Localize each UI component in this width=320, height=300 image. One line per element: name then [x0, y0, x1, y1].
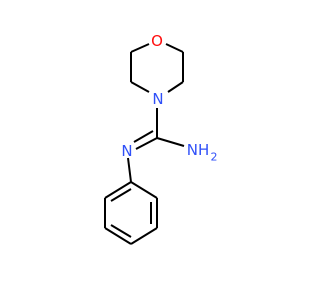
phenyl-ring [104, 181, 158, 245]
bond-ph-c6-c1 [130, 181, 158, 199]
structure-diagram: O N N NH 2 [104, 32, 218, 245]
ring-nitrogen-atom-label: N [152, 90, 163, 108]
imine-nitrogen-atom-label: N [121, 142, 132, 160]
bond-ph-c3-c4 [104, 227, 132, 245]
bond-nimine-phenyl [127, 157, 132, 183]
bond-ccentral-nimine-b [133, 130, 154, 143]
bond-ph-inner-a [110, 188, 132, 202]
oxygen-atom-label: O [151, 32, 163, 50]
morpholine-ring [130, 43, 184, 93]
amine-nitrogen-subscript: 2 [211, 151, 218, 164]
bond-ph-c1-c2 [104, 181, 132, 199]
amine-nitrogen-symbol: NH [187, 141, 210, 159]
bond-o-c1 [130, 43, 150, 53]
bond-ccentral-nimine-a [135, 137, 158, 150]
bond-ph-c4-c5 [130, 227, 158, 245]
bond-n-c3 [167, 81, 184, 93]
bond-ph-inner-b [110, 224, 132, 238]
bond-c2-n [130, 81, 150, 93]
bond-c4-o [165, 43, 184, 53]
bond-ccentral-nh2 [156, 137, 185, 147]
amine-nitrogen-atom-label: NH 2 [187, 141, 218, 164]
amidine-group [127, 108, 185, 183]
